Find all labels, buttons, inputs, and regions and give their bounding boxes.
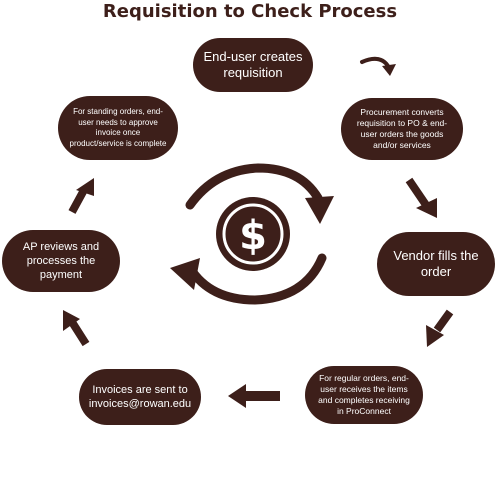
dollar-cycle-icon: $ [170, 163, 334, 305]
node-standing-orders: For standing orders, end-user needs to a… [58, 96, 178, 160]
arrow-icon-invoices-to-ap [63, 310, 90, 347]
node-create-requisition: End-user creates requisition [193, 38, 313, 92]
node-label: Invoices are sent to invoices@rowan.edu [88, 384, 192, 410]
cycle-arrow-top [185, 163, 323, 210]
page-title: Requisition to Check Process [102, 1, 398, 22]
node-label: For standing orders, end-user needs to a… [69, 107, 167, 148]
cycle-arrowhead-right [305, 196, 334, 224]
cycle-arrowhead-left [170, 258, 200, 290]
arrow-icon-vendor-to-regular [426, 309, 454, 347]
arrow-icon-create-to-procure [360, 56, 396, 76]
cycle-arrow-bottom [185, 253, 327, 305]
coin-icon [216, 197, 290, 271]
arrow-icon-procure-to-vendor [405, 177, 437, 218]
node-ap-reviews: AP reviews and processes the payment [2, 230, 120, 292]
node-label: End-user creates requisition [203, 49, 303, 80]
node-procurement-converts: Procurement converts requisition to PO &… [341, 98, 463, 160]
node-label: Procurement converts requisition to PO &… [356, 107, 448, 150]
node-regular-orders: For regular orders, end-user receives th… [305, 366, 423, 424]
node-invoices-sent: Invoices are sent to invoices@rowan.edu [79, 369, 201, 425]
node-label: Vendor fills the order [393, 248, 479, 279]
node-label: For regular orders, end-user receives th… [318, 373, 410, 416]
arrow-icon-regular-to-invoices [228, 384, 280, 408]
arrow-icon-ap-to-standing [68, 178, 94, 214]
node-vendor-fills: Vendor fills the order [377, 232, 495, 296]
dollar-symbol: $ [239, 213, 267, 259]
node-label: AP reviews and processes the payment [22, 241, 100, 281]
